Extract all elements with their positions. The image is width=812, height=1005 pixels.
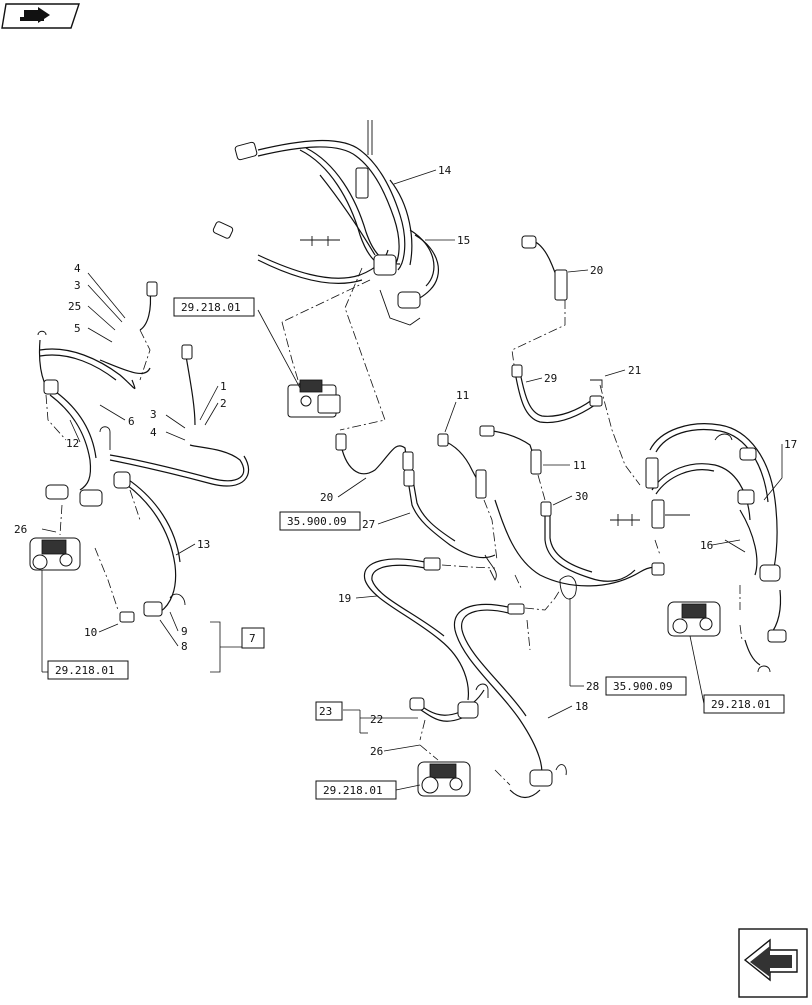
callout: 28 [586,680,599,693]
reference-box[interactable]: 35.900.09 [605,676,687,696]
leaders-left: 4 3 25 5 12 6 3 4 1 2 13 10 9 8 26 [14,262,227,673]
callout: 22 [370,713,383,726]
callout: 11 [456,389,469,402]
bracket-7: 7 [210,621,265,673]
hose-assembly-bottom: 22 26 23 [315,683,567,799]
callout: 13 [197,538,210,551]
callout: 3 [74,279,81,292]
next-page-arrow-icon[interactable] [738,928,808,998]
pump-left [29,537,81,571]
pump-right [667,601,721,705]
callout: 1 [220,380,227,393]
callout: 27 [362,518,375,531]
hose-assembly-right: 16 17 [610,423,797,673]
hose-assembly-left [37,281,250,623]
callout: 21 [628,364,641,377]
callout: 5 [74,322,81,335]
svg-text:29.218.01: 29.218.01 [711,698,771,711]
reference-box[interactable]: 29.218.01 [315,780,421,800]
callout: 4 [150,426,157,439]
pump-bottom [417,761,471,797]
callout: 20 [320,491,333,504]
callout: 30 [575,490,588,503]
reference-box[interactable]: 29.218.01 [47,660,129,680]
hose-20-center: 20 [320,433,414,504]
callout: 29 [544,372,557,385]
callout: 20 [590,264,603,277]
callout: 15 [457,234,470,247]
svg-text:29.218.01: 29.218.01 [323,784,383,797]
callout: 2 [220,397,227,410]
callout: 11 [573,459,586,472]
reference-box[interactable]: 29.218.01 [173,297,255,317]
callout: 26 [14,523,27,536]
svg-text:29.218.01: 29.218.01 [55,664,115,677]
callout: 6 [128,415,135,428]
book-arrow-icon[interactable] [1,3,80,29]
callout: 8 [181,640,188,653]
callout: 7 [249,632,256,645]
reference-box[interactable]: 29.218.01 [703,694,785,714]
callout: 9 [181,625,188,638]
callout: 4 [74,262,81,275]
callout: 10 [84,626,97,639]
callout: 19 [338,592,351,605]
callout: 18 [575,700,588,713]
callout: 16 [700,539,713,552]
callout: 17 [784,438,797,451]
callout: 23 [319,705,332,718]
valve-block-center [257,309,341,418]
svg-text:35.900.09: 35.900.09 [613,680,673,693]
callout: 25 [68,300,81,313]
callout: 12 [66,437,79,450]
hose-assembly-top: 14 15 [212,120,470,326]
svg-text:35.900.09: 35.900.09 [287,515,347,528]
callout: 3 [150,408,157,421]
hose-assembly-center: 20 29 21 11 11 30 [338,235,665,781]
callout: 26 [370,745,383,758]
callout: 14 [438,164,452,177]
reference-box[interactable]: 35.900.09 [279,511,361,531]
svg-text:29.218.01: 29.218.01 [181,301,241,314]
